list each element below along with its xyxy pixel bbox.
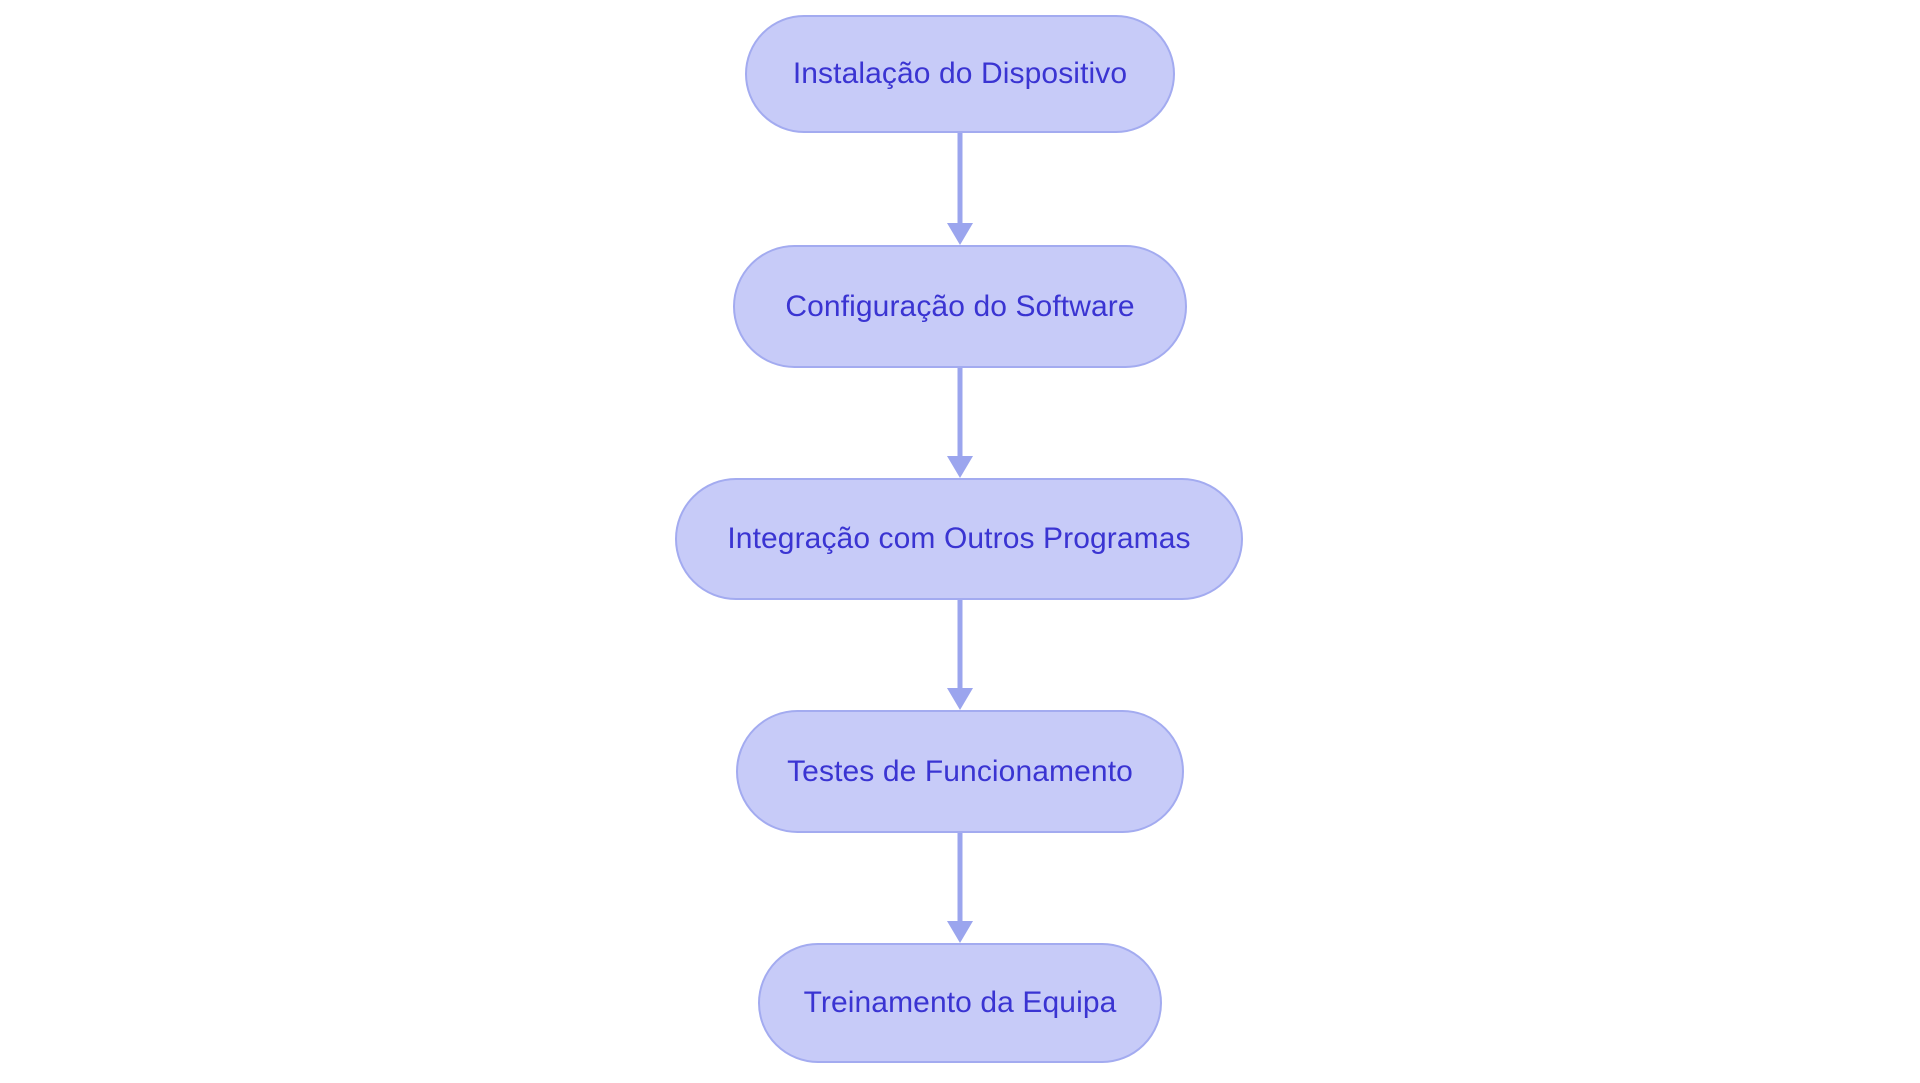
- flow-node-label: Instalação do Dispositivo: [792, 57, 1128, 90]
- flow-edge-3: [947, 600, 973, 710]
- flow-node-treinamento-da-equipa[interactable]: Treinamento da Equipa: [758, 943, 1162, 1063]
- flow-edge-4: [947, 833, 973, 943]
- flow-edge-2: [947, 368, 973, 478]
- flow-node-label: Integração com Outros Programas: [727, 522, 1191, 555]
- flow-node-testes-de-funcionamento[interactable]: Testes de Funcionamento: [736, 710, 1184, 833]
- flow-node-label: Configuração do Software: [785, 289, 1135, 323]
- flow-node-label: Testes de Funcionamento: [787, 754, 1133, 788]
- flow-node-label: Treinamento da Equipa: [803, 986, 1117, 1019]
- flow-node-instalacao-do-dispositivo[interactable]: Instalação do Dispositivo: [745, 15, 1175, 133]
- flow-edge-1: [947, 133, 973, 245]
- flow-node-configuracao-do-software[interactable]: Configuração do Software: [733, 245, 1187, 368]
- flow-node-integracao-com-outros-programas[interactable]: Integração com Outros Programas: [675, 478, 1243, 600]
